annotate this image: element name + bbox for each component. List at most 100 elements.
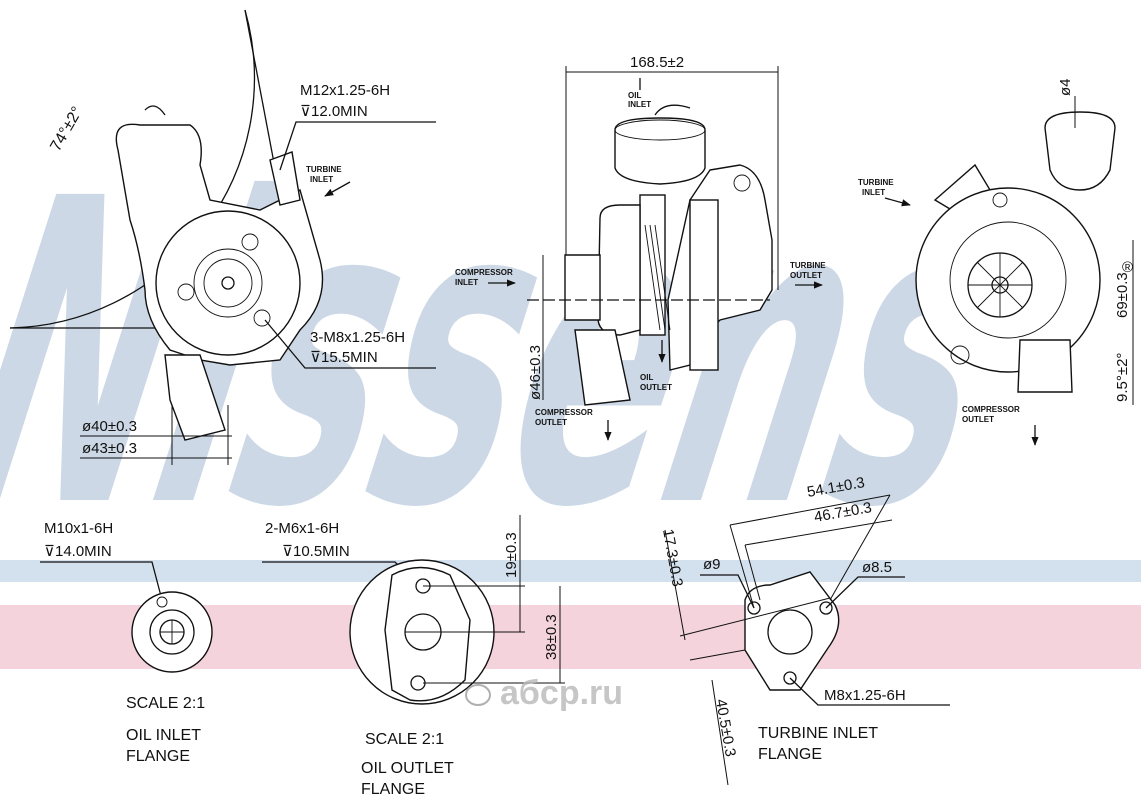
oil-outlet-depth-label: ⊽10.5MIN bbox=[282, 543, 350, 560]
dia-85-label: ø8.5 bbox=[862, 559, 892, 576]
turbine-flange-hole-m8 bbox=[783, 671, 797, 685]
oil-inlet-depth-label: ⊽14.0MIN bbox=[44, 543, 112, 560]
leader-m8 bbox=[264, 319, 436, 369]
oil-outlet-scale: SCALE 2:1 bbox=[365, 731, 444, 748]
center-compressor-outlet bbox=[574, 329, 631, 406]
compressor-inlet-label-1: COMPRESSOR bbox=[455, 268, 513, 277]
dim-46-line bbox=[744, 519, 893, 546]
center-actuator-cap bbox=[614, 119, 706, 141]
left-scroll-core bbox=[203, 258, 253, 308]
oil-outlet-thread-label: 2-M6x1-6H bbox=[265, 520, 339, 537]
leader-d9 bbox=[700, 574, 755, 609]
oil-inlet-label-1: OIL bbox=[628, 91, 641, 100]
oil-outlet-ext-lines bbox=[423, 585, 565, 684]
dim-40-line bbox=[711, 679, 729, 786]
left-turbine-label-1: TURBINE bbox=[306, 165, 342, 174]
dim-19-label: 19±0.3 bbox=[503, 532, 520, 578]
right-wheel-blades bbox=[968, 253, 1032, 317]
right-bolt-1 bbox=[992, 192, 1008, 208]
stamp-ring bbox=[465, 684, 491, 706]
turbine-inlet-title-2: FLANGE bbox=[758, 746, 822, 763]
oil-outlet-title-1: OIL OUTLET bbox=[361, 760, 454, 777]
blue-band bbox=[0, 560, 1141, 582]
right-compressor-label-1: COMPRESSOR bbox=[962, 405, 1020, 414]
oil-outlet-flange-detail: 2-M6x1-6H ⊽10.5MIN 19±0.3 38±0.3 SCALE 2… bbox=[262, 515, 565, 798]
center-hose bbox=[654, 104, 691, 116]
abcp-stamp: aбcp.ru bbox=[465, 674, 623, 712]
dim-54-line bbox=[729, 494, 891, 526]
oil-inlet-flange-detail: M10x1-6H ⊽14.0MIN SCALE 2:1 OIL INLET FL… bbox=[40, 520, 213, 765]
oil-inlet-scale: SCALE 2:1 bbox=[126, 695, 205, 712]
right-actuator bbox=[1044, 111, 1116, 191]
leader-m12 bbox=[279, 121, 436, 171]
center-shaft-lines bbox=[644, 224, 671, 331]
left-bolt-2 bbox=[177, 283, 195, 301]
width-dim-label: 168.5±2 bbox=[630, 54, 684, 71]
left-turbine-label-2: INLET bbox=[310, 175, 333, 184]
compressor-inlet-label-2: INLET bbox=[455, 278, 478, 287]
turbine-flange-hole-9 bbox=[747, 601, 761, 615]
right-bolt-2 bbox=[950, 345, 970, 365]
left-turbine-arrow bbox=[324, 181, 351, 197]
center-compressor-inlet bbox=[564, 254, 601, 321]
stamp-text: aбcp.ru bbox=[500, 674, 623, 712]
turbine-thread-label: M8x1.25-6H bbox=[824, 687, 906, 704]
left-shaft bbox=[221, 276, 235, 290]
left-bolt-3 bbox=[253, 309, 271, 327]
oil-outlet-label-1: OIL bbox=[640, 373, 653, 382]
depth-15-label: ⊽15.5MIN bbox=[310, 349, 378, 366]
right-turbine-label-1: TURBINE bbox=[858, 178, 894, 187]
oil-inlet-label-2: INLET bbox=[628, 100, 651, 109]
oil-inlet-crosshair bbox=[160, 620, 184, 644]
dim-38-label: 38±0.3 bbox=[543, 614, 560, 660]
turbine-flange-bore bbox=[767, 609, 813, 655]
oil-inlet-title-2: FLANGE bbox=[126, 748, 190, 765]
turbine-outlet-label-1: TURBINE bbox=[790, 261, 826, 270]
oil-inlet-title-1: OIL INLET bbox=[126, 727, 201, 744]
thread-m12-label: M12x1.25-6H bbox=[300, 82, 390, 99]
dia-46-label: ø46±0.3 bbox=[527, 345, 544, 400]
center-compressor bbox=[597, 204, 641, 336]
dia-43-label: ø43±0.3 bbox=[82, 440, 137, 457]
right-view: ø4 69±0.3 9.5°±2° TURBINE INLET COMPRESS… bbox=[858, 78, 1134, 446]
turbine-flange-ext-lines bbox=[679, 597, 831, 661]
oil-inlet-flange-mid bbox=[149, 609, 195, 655]
leader-d85 bbox=[825, 576, 905, 609]
turbine-flange-hole-85 bbox=[819, 601, 833, 615]
dim-69-label: 69±0.3 bbox=[1114, 272, 1131, 318]
right-outlet bbox=[1017, 339, 1073, 393]
oil-inlet-leader bbox=[40, 561, 163, 601]
center-actuator bbox=[614, 117, 706, 185]
dia-9-label: ø9 bbox=[703, 556, 721, 573]
depth-12-label: ⊽12.0MIN bbox=[300, 103, 368, 120]
left-scroll-inner bbox=[193, 248, 263, 318]
right-scroll-mid bbox=[949, 221, 1067, 339]
oil-inlet-thread-label: M10x1-6H bbox=[44, 520, 113, 537]
turbine-flange-ext-2 bbox=[729, 494, 891, 609]
angle-9-label: 9.5°±2° bbox=[1114, 353, 1131, 402]
oil-outlet-title-2: FLANGE bbox=[361, 781, 425, 798]
left-hose bbox=[144, 105, 166, 116]
compressor-outlet-label-2: OUTLET bbox=[535, 418, 567, 427]
compressor-outlet-label-1: COMPRESSOR bbox=[535, 408, 593, 417]
right-scroll bbox=[915, 187, 1101, 373]
right-hub bbox=[991, 276, 1009, 294]
left-outlet-pipe bbox=[164, 354, 226, 441]
center-flange bbox=[689, 199, 719, 371]
left-bolt-1 bbox=[241, 233, 259, 251]
dim-17-line bbox=[664, 529, 686, 641]
center-bolt-top bbox=[733, 174, 751, 192]
leader-m8-flange bbox=[789, 677, 950, 706]
right-compressor-label-2: OUTLET bbox=[962, 415, 994, 424]
center-view: 168.5±2 OIL INLET COMPRESSOR INLET TURBI… bbox=[455, 54, 826, 441]
registered-mark: ® bbox=[1122, 259, 1133, 276]
dia-40-label: ø40±0.3 bbox=[82, 418, 137, 435]
dim-40-label: 40.5±0.3 bbox=[712, 698, 739, 758]
thread-m8-label: 3-M8x1.25-6H bbox=[310, 329, 405, 346]
right-turbine-arrow bbox=[884, 197, 911, 207]
dia-4-label: ø4 bbox=[1057, 78, 1074, 96]
oil-outlet-flange-plate bbox=[384, 566, 471, 702]
right-turbine-label-2: INLET bbox=[862, 188, 885, 197]
oil-inlet-bolt bbox=[156, 596, 168, 608]
